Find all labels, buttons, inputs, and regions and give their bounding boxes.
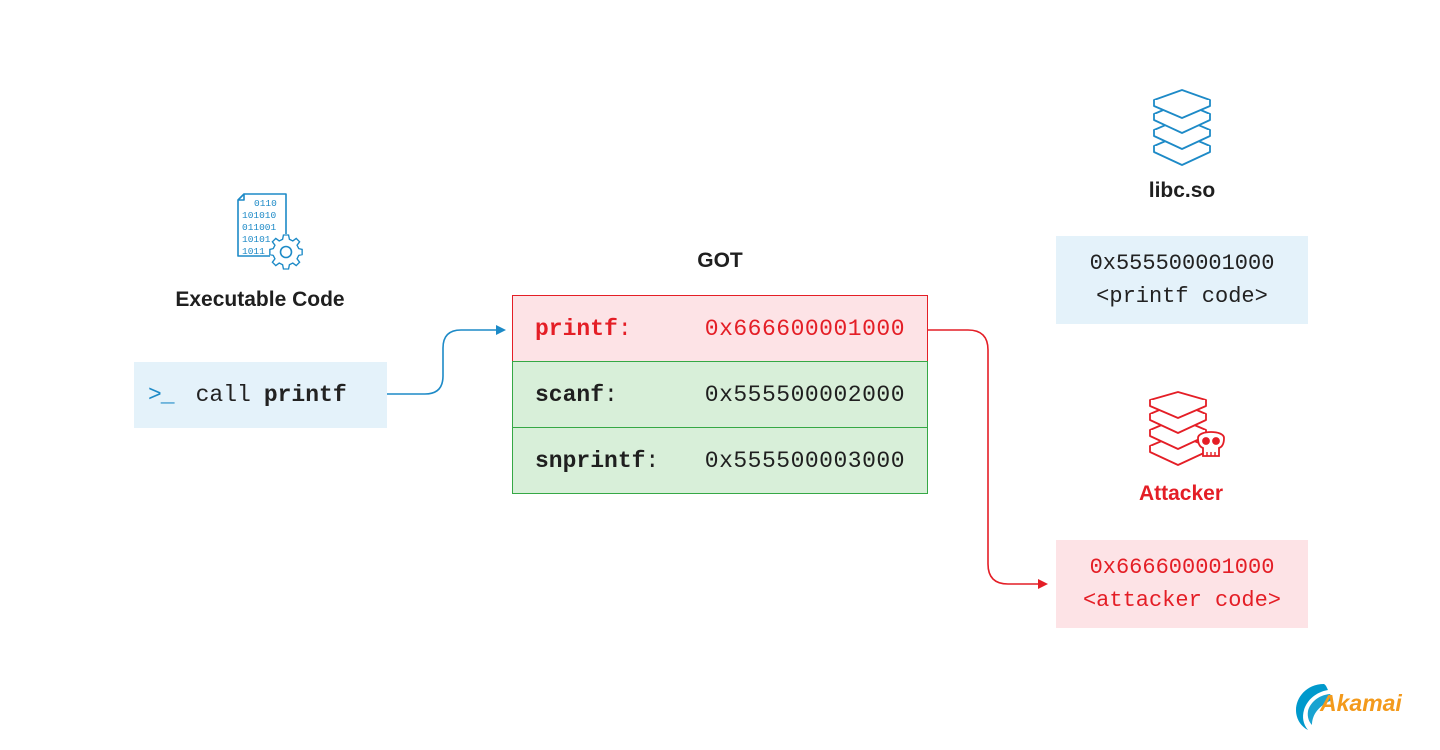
- got-entry-name: printf: [535, 315, 618, 342]
- skull-icon: [1197, 431, 1225, 457]
- got-entry-address: 0x555500003000: [704, 447, 905, 474]
- got-title: GOT: [697, 249, 743, 272]
- attacker-code-box: 0x666600001000 <attacker code>: [1056, 540, 1308, 628]
- attacker-title: Attacker: [1138, 482, 1224, 505]
- binary-line: 0110: [254, 198, 277, 209]
- got-row-printf: printf: 0x666600001000: [512, 295, 928, 362]
- got-entry-address: 0x666600001000: [704, 315, 905, 342]
- book-stack-skull-icon: [1149, 391, 1225, 466]
- libc-printf-label: <printf code>: [1096, 284, 1268, 309]
- got-row-snprintf: snprintf: 0x555500003000: [512, 427, 928, 494]
- binary-line: 101010: [242, 210, 277, 221]
- libc-printf-address: 0x555500001000: [1089, 251, 1275, 276]
- got-entry-name: scanf: [535, 381, 605, 408]
- got-entry-name: snprintf: [535, 447, 646, 474]
- attacker-code-label: <attacker code>: [1082, 588, 1282, 613]
- got-table: printf: 0x666600001000 scanf: 0x55550000…: [512, 295, 928, 494]
- got-row-scanf: scanf: 0x555500002000: [512, 361, 928, 428]
- call-function-name: printf: [263, 382, 347, 408]
- libc-title: libc.so: [1148, 179, 1216, 202]
- got-entry-address: 0x555500002000: [704, 381, 905, 408]
- binary-line: 011001: [242, 222, 277, 233]
- call-keyword: call: [195, 382, 251, 408]
- book-stack-icon: [1153, 89, 1211, 166]
- binary-line: 10101: [242, 234, 271, 245]
- binary-line: 1011: [242, 246, 265, 257]
- call-to-got-arrow: [387, 325, 506, 395]
- akamai-wordmark: Akamai: [1320, 690, 1402, 716]
- attacker-code-address: 0x666600001000: [1089, 555, 1275, 580]
- akamai-wave-icon: [1296, 684, 1332, 730]
- binary-file-gear-icon: 0110 101010 011001 10101 1011: [237, 193, 303, 270]
- libc-printf-box: 0x555500001000 <printf code>: [1056, 236, 1308, 324]
- executable-code-title: Executable Code: [175, 288, 345, 311]
- got-to-attacker-arrow: [928, 329, 1048, 589]
- terminal-prompt-icon: >_: [148, 382, 175, 408]
- call-instruction-box: >_ call printf: [134, 362, 387, 428]
- akamai-logo: Akamai: [1294, 680, 1418, 732]
- gear-icon: [269, 234, 303, 270]
